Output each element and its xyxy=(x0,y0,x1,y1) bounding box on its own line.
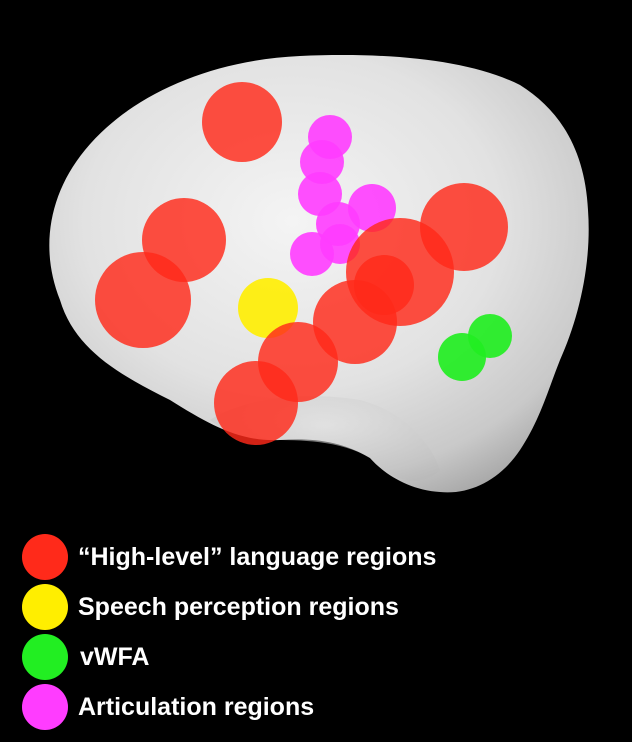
region-vwfa-1 xyxy=(438,333,486,381)
legend-label: “High-level” language regions xyxy=(78,542,437,571)
legend-swatch-green xyxy=(22,634,68,680)
legend-swatch-red xyxy=(22,534,68,580)
legend-label: Articulation regions xyxy=(78,692,315,721)
legend-label: Speech perception regions xyxy=(78,592,399,621)
region-high-level-language-0 xyxy=(202,82,282,162)
legend-item-speech-perception: Speech perception regions xyxy=(22,584,622,630)
region-articulation-1 xyxy=(300,140,344,184)
region-articulation-4 xyxy=(348,184,396,232)
legend-item-articulation: Articulation regions xyxy=(22,684,622,730)
legend-item-high-level-language: “High-level” language regions xyxy=(22,534,622,580)
regions xyxy=(95,82,512,445)
region-high-level-language-8 xyxy=(354,255,414,315)
legend-swatch-magenta xyxy=(22,684,68,730)
legend-item-vwfa: vWFA xyxy=(22,634,622,680)
region-speech-perception-0 xyxy=(238,278,298,338)
brain-diagram xyxy=(49,55,589,493)
legend-swatch-yellow xyxy=(22,584,68,630)
legend: “High-level” language regions Speech per… xyxy=(22,534,622,734)
region-high-level-language-2 xyxy=(95,252,191,348)
region-high-level-language-7 xyxy=(214,361,298,445)
legend-label: vWFA xyxy=(80,642,150,671)
